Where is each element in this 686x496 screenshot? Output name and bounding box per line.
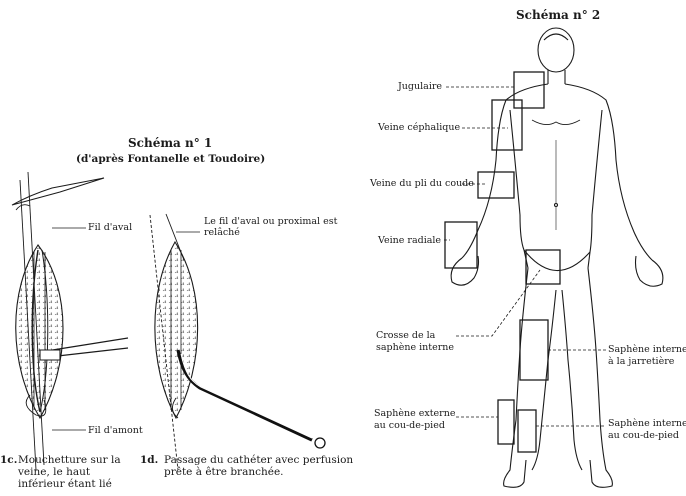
label-veine-radiale: Veine radiale — [378, 235, 442, 246]
caption-1c-text: Mouchetture sur la veine, le haut inféri… — [18, 454, 121, 490]
box-interne-pied — [517, 409, 537, 453]
box-pli-coude — [477, 171, 515, 199]
label-crosse-line-1: Crosse de la — [376, 330, 436, 341]
label-interne-pied-line-2: au cou-de-pied — [608, 430, 679, 441]
label-jarretiere-line-1: Saphène interne — [608, 344, 686, 355]
label-externe-pied-line-2: au cou-de-pied — [374, 420, 445, 431]
caption-1c-number: 1c. — [0, 454, 18, 466]
caption-1d-number: 1d. — [140, 454, 162, 466]
label-veine-pli-coude: Veine du pli du coude — [370, 178, 474, 189]
label-externe-pied-line-1: Saphène externe — [374, 408, 456, 419]
label-jarretiere-line-2: à la jarretière — [608, 356, 675, 367]
box-cephalique — [491, 99, 523, 151]
caption-1d-text: Passage du cathéter avec perfusion prête… — [164, 454, 354, 478]
box-jugulaire — [513, 71, 545, 109]
box-externe-pied — [497, 399, 515, 445]
vein-region-boxes — [444, 71, 561, 453]
label-jugulaire: Jugulaire — [398, 81, 443, 92]
incision-drawing-1d — [149, 213, 326, 471]
label-crosse-line-2: saphène interne — [376, 342, 454, 353]
schema-1-title: Schéma n° 1 — [128, 136, 213, 150]
box-crosse — [525, 249, 561, 285]
box-radiale — [444, 221, 478, 269]
label-fil-relache: Le fil d'aval ou proximal est relâché — [204, 216, 338, 238]
caption-1c-num: 1c. — [0, 454, 18, 466]
leader-lines — [444, 86, 606, 427]
incision-drawing-1c — [11, 171, 129, 471]
box-jarretiere — [519, 319, 549, 381]
caption-1d-num: 1d. — [140, 454, 159, 466]
label-fil-aval: Fil d'aval — [88, 222, 133, 233]
schema-2-title: Schéma n° 2 — [516, 8, 601, 22]
label-fil-amont: Fil d'amont — [88, 425, 143, 436]
schema-1-subtitle: (d'après Fontanelle et Toudoire) — [76, 153, 266, 165]
label-veine-cephalique: Veine céphalique — [378, 122, 461, 133]
label-interne-pied-line-1: Saphène interne — [608, 418, 686, 429]
